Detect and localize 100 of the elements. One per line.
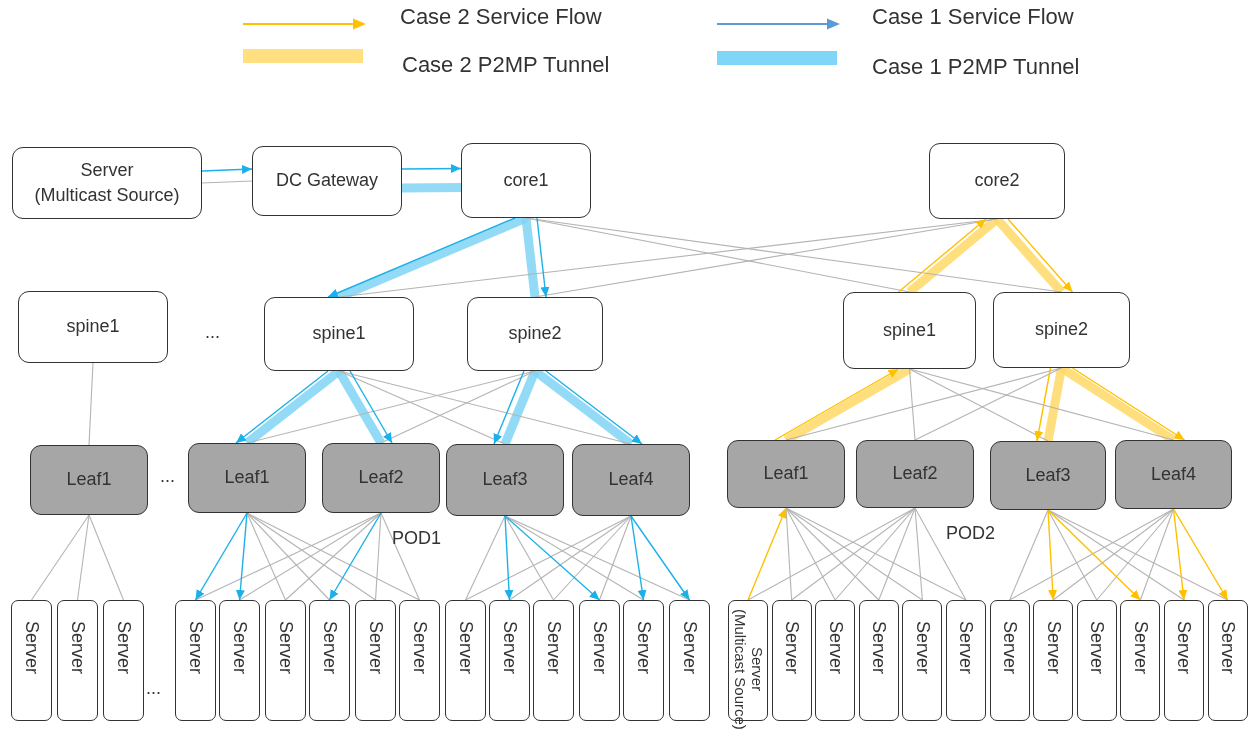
link-line xyxy=(246,512,331,601)
link-line xyxy=(88,362,94,446)
flow-arrow xyxy=(1047,509,1142,601)
flow-arrow xyxy=(349,370,393,444)
flow-arrow xyxy=(630,515,691,601)
server-box xyxy=(103,600,144,721)
node-label: Server xyxy=(589,621,610,674)
link-line xyxy=(76,514,90,601)
tunnel-band xyxy=(521,217,540,298)
leaf-switch-box xyxy=(856,440,974,508)
node-label: spine1 xyxy=(882,318,936,342)
node-label: spine2 xyxy=(1034,318,1088,342)
flow-arrow xyxy=(1007,218,1074,293)
link-line xyxy=(380,370,536,444)
server-box xyxy=(902,600,943,721)
server-box xyxy=(946,600,986,721)
spine-switch-box xyxy=(18,291,168,363)
link-line xyxy=(914,367,1063,441)
link-line xyxy=(598,515,632,601)
node-label: Leaf4 xyxy=(608,468,654,492)
node-label: spine2 xyxy=(508,322,562,346)
leaf-switch-box xyxy=(572,444,690,516)
server-box xyxy=(445,600,486,721)
pod-label: POD1 xyxy=(392,528,442,549)
server-box xyxy=(579,600,620,721)
node-label: Leaf2 xyxy=(892,462,938,486)
node-label: core2 xyxy=(974,169,1020,193)
node-label: Server xyxy=(1086,621,1108,674)
node-label: DC Gateway xyxy=(275,169,378,193)
server-box xyxy=(1207,600,1248,721)
core-switch-box xyxy=(461,143,591,218)
link-line xyxy=(380,512,421,601)
link-line xyxy=(785,507,836,601)
server-box xyxy=(669,600,710,721)
flow-arrow xyxy=(1047,509,1058,601)
leaf-switch-box xyxy=(1115,440,1232,509)
flow-arrow xyxy=(328,512,382,601)
server-box xyxy=(265,600,306,721)
node-label: Server xyxy=(80,158,134,182)
pod-label: POD2 xyxy=(946,523,996,544)
node-label: spine1 xyxy=(66,315,120,339)
node-label: Server xyxy=(455,621,476,674)
flow-arrow xyxy=(235,370,329,444)
link-line xyxy=(908,368,916,441)
server-box xyxy=(175,600,216,721)
node-label: Server xyxy=(1130,621,1151,674)
link-line xyxy=(284,512,382,601)
node-label: Server xyxy=(679,621,700,674)
node-label: Leaf2 xyxy=(358,466,404,490)
node-label: Server xyxy=(319,621,340,674)
node-label: (Multicast Source) xyxy=(731,609,748,730)
node-label: Server xyxy=(113,621,134,674)
node-label: (Multicast Source) xyxy=(34,184,180,207)
node-label: Leaf3 xyxy=(1025,463,1071,487)
legend-label: Case 2 P2MP Tunnel xyxy=(402,52,610,78)
server-box xyxy=(1164,600,1204,721)
server-box xyxy=(1076,600,1117,721)
server-box xyxy=(12,147,202,219)
node-label: Server xyxy=(1173,621,1195,674)
link-line xyxy=(338,370,506,445)
flow-arrow xyxy=(194,512,248,601)
flow-arrow xyxy=(401,164,462,174)
node-label: Server xyxy=(824,621,846,674)
server-box xyxy=(989,600,1030,721)
flow-arrow xyxy=(630,515,647,601)
node-label: Server xyxy=(999,621,1020,674)
server-box xyxy=(623,600,664,721)
gateway-box xyxy=(252,146,402,216)
leaf-switch-box xyxy=(322,443,440,513)
node-label: Server xyxy=(1217,621,1238,674)
spine-switch-box xyxy=(993,292,1130,368)
node-label: Server xyxy=(543,621,564,674)
node-label: Server xyxy=(912,621,933,674)
link-line xyxy=(834,507,916,601)
legend-label: Case 2 Service Flow xyxy=(400,4,602,30)
server-box xyxy=(355,600,396,721)
server-box xyxy=(11,600,52,721)
core-switch-box xyxy=(929,143,1065,219)
tunnel-band xyxy=(401,183,462,193)
node-label: Server xyxy=(365,621,386,674)
flow-arrow xyxy=(235,512,248,601)
node-label: Server xyxy=(1042,621,1064,674)
tunnel-band xyxy=(1043,367,1066,442)
spine-switch-box xyxy=(467,297,603,371)
flow-arrow xyxy=(897,218,987,293)
link-line xyxy=(785,507,793,601)
leaf-switch-box xyxy=(30,445,148,515)
node-label: Server xyxy=(748,646,765,694)
server-box xyxy=(489,600,530,721)
link-line xyxy=(201,180,253,184)
leaf-switch-box xyxy=(990,441,1106,510)
link-line xyxy=(914,507,967,601)
node-label: Server xyxy=(229,621,250,674)
link-line xyxy=(464,515,506,601)
flow-arrow xyxy=(1034,367,1052,442)
server-box xyxy=(533,600,574,721)
node-label: Server xyxy=(499,621,520,674)
server-box xyxy=(309,600,350,721)
node-label: Server xyxy=(409,621,430,674)
node-label: Leaf3 xyxy=(482,468,528,492)
